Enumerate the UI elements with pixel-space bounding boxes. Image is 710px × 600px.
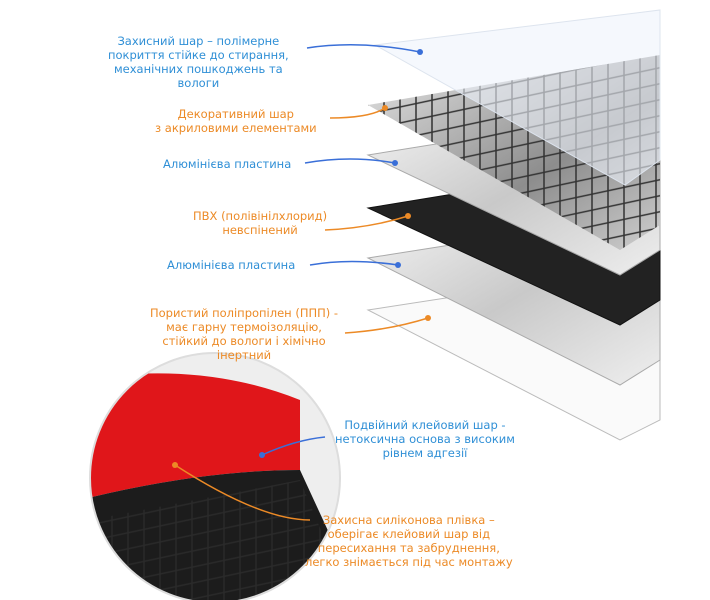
- leader-lines: [174, 44, 429, 521]
- label-pvc: ПВХ (полівінілхлорид)невспінений: [193, 209, 327, 237]
- label-line: оберігає клейовий шар від: [327, 527, 491, 541]
- label-polypropylene: Пористий поліпропілен (ППП) -має гарну т…: [150, 306, 338, 362]
- layer-protective: [373, 9, 661, 186]
- label-line: легко знімається під час монтажу: [305, 555, 513, 569]
- label-line: невспінений: [222, 223, 298, 237]
- tile-sample-photo: [90, 353, 340, 600]
- label-line: ПВХ (полівінілхлорид): [193, 209, 328, 223]
- label-line: Подвійний клейовий шар -: [344, 418, 506, 432]
- label-line: нетоксична основа з високим: [335, 432, 515, 446]
- label-line: механічних пошкоджень та: [114, 62, 283, 76]
- label-line: пересихання та забруднення,: [317, 541, 500, 555]
- label-line: інертний: [216, 348, 272, 362]
- marker-dots: [172, 49, 431, 468]
- label-line: Декоративний шар: [177, 107, 294, 121]
- label-aluminium-plate-1: Алюмінієва пластина: [163, 157, 291, 171]
- label-silicone-film: Захисна силіконова плівка –оберігає клей…: [305, 513, 513, 569]
- label-line: з акриловими елементами: [155, 121, 317, 135]
- label-line: Захисний шар – полімерне: [117, 34, 280, 48]
- label-line: Алюмінієва пластина: [167, 258, 296, 272]
- label-aluminium-plate-2: Алюмінієва пластина: [167, 258, 295, 272]
- label-line: вологи: [177, 76, 220, 90]
- label-adhesive-layer: Подвійний клейовий шар -нетоксична основ…: [335, 418, 515, 460]
- label-line: рівнем адгезії: [382, 446, 468, 460]
- label-line: має гарну термоізоляцію,: [166, 320, 322, 334]
- label-line: Пористий поліпропілен (ППП) -: [150, 306, 339, 320]
- label-line: Захисна силіконова плівка –: [322, 513, 495, 527]
- label-line: покриття стійке до стирання,: [108, 48, 289, 62]
- label-line: стійкий до вологи і хімічно: [162, 334, 326, 348]
- label-line: Алюмінієва пластина: [163, 157, 292, 171]
